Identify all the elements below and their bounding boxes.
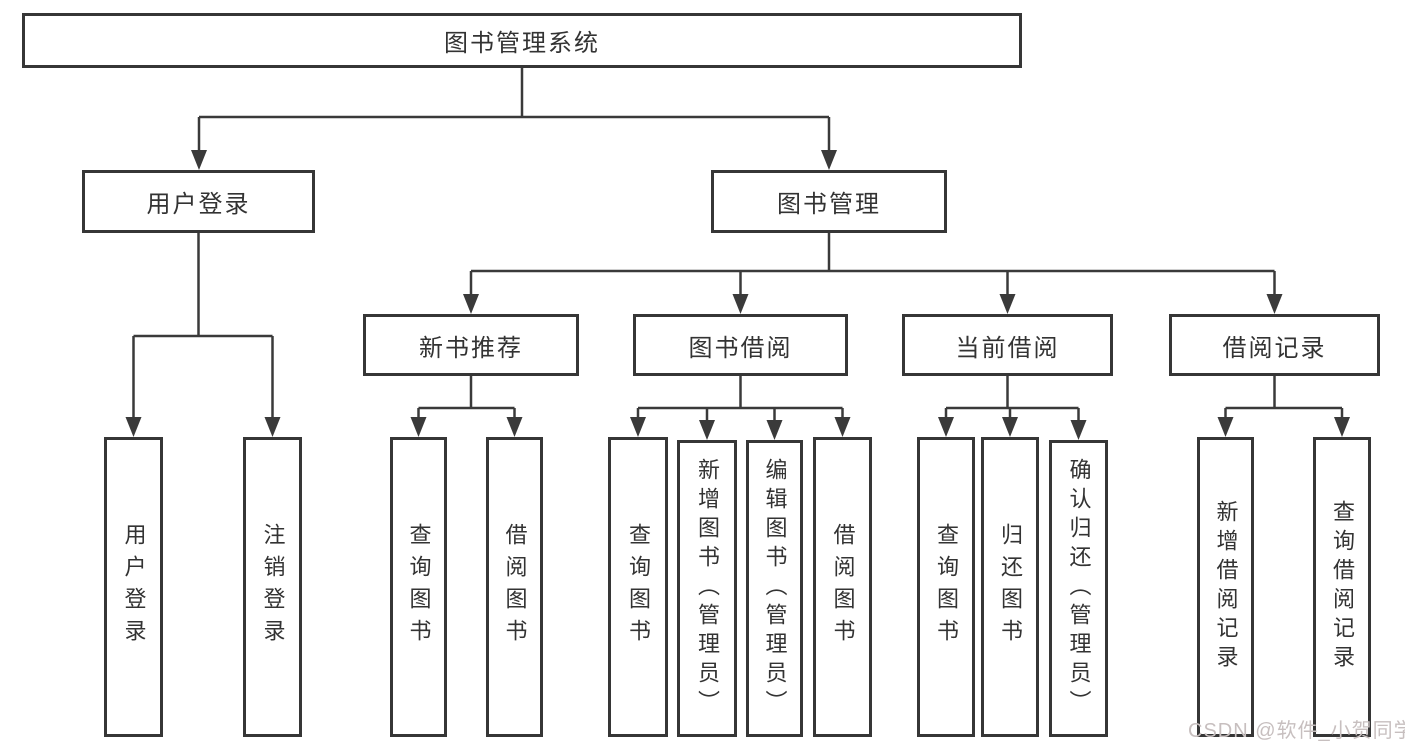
arrowhead	[1070, 420, 1087, 440]
node-library-management-system: 图书管理系统	[22, 13, 1022, 68]
connector-root-to-level2	[191, 68, 837, 170]
leaf-add-borrow-record: 新增借阅记录	[1197, 437, 1254, 737]
leaf-borrow-books: 借阅图书	[813, 437, 872, 737]
node-book-borrow: 图书借阅	[633, 314, 848, 376]
arrowhead	[1266, 294, 1283, 314]
connector-new-book-children	[410, 376, 523, 437]
arrowhead	[1002, 417, 1018, 437]
arrowhead	[999, 294, 1016, 314]
node-new-book-recommend: 新书推荐	[363, 314, 579, 376]
arrowhead	[1217, 417, 1234, 437]
arrowhead	[125, 417, 142, 437]
leaf-logout: 注销登录	[243, 437, 302, 737]
arrowhead	[699, 420, 715, 440]
arrowhead	[732, 294, 749, 314]
leaf-confirm-return-admin: 确认归还（管理员）	[1049, 440, 1108, 737]
leaf-query-books-borrow: 查询图书	[608, 437, 668, 737]
arrowhead	[463, 294, 479, 314]
arrowhead	[821, 150, 837, 170]
node-borrow-records: 借阅记录	[1169, 314, 1380, 376]
leaf-query-books-current: 查询图书	[917, 437, 975, 737]
arrowhead	[410, 417, 427, 437]
node-user-login-branch: 用户登录	[82, 170, 315, 233]
arrowhead	[264, 417, 281, 437]
arrowhead	[834, 417, 851, 437]
connector-user-login-children	[125, 233, 281, 437]
arrowhead	[191, 150, 207, 170]
arrowhead	[630, 417, 646, 437]
arrowhead	[766, 420, 783, 440]
node-current-borrow: 当前借阅	[902, 314, 1113, 376]
leaf-borrow-books-recommend: 借阅图书	[486, 437, 543, 737]
leaf-return-books: 归还图书	[981, 437, 1039, 737]
leaf-edit-books-admin: 编辑图书（管理员）	[746, 440, 803, 737]
arrowhead	[938, 417, 954, 437]
leaf-query-borrow-record: 查询借阅记录	[1313, 437, 1371, 737]
arrowhead	[1334, 417, 1350, 437]
node-book-management-branch: 图书管理	[711, 170, 947, 233]
csdn-watermark: CSDN @软件_小贺同学	[1188, 720, 1405, 742]
leaf-add-books-admin: 新增图书（管理员）	[677, 440, 737, 737]
leaf-query-books-recommend: 查询图书	[390, 437, 447, 737]
connector-current-borrow-children	[938, 376, 1087, 440]
connector-book-management-children	[463, 233, 1283, 314]
leaf-user-login: 用户登录	[104, 437, 163, 737]
arrowhead	[506, 417, 523, 437]
connector-book-borrow-children	[630, 376, 851, 440]
connector-borrow-records-children	[1217, 376, 1350, 437]
